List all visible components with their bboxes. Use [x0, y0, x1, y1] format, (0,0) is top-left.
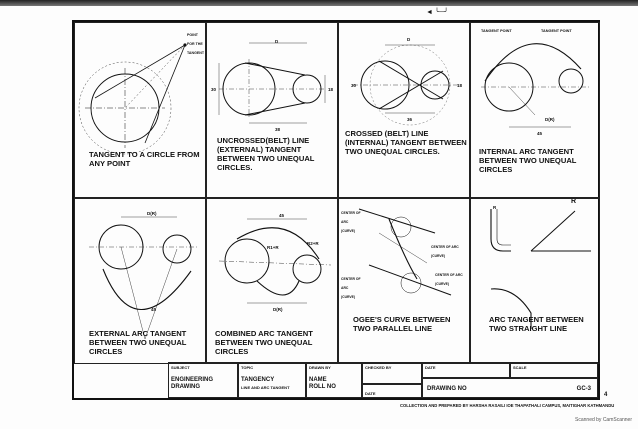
point-label: POINT FOR THE TANGENT — [187, 33, 205, 55]
drawn-roll: ROLL NO — [309, 384, 336, 390]
internal-arc-figure — [481, 43, 591, 128]
drawn-name: NAME — [309, 377, 327, 383]
dim-45: 45 — [279, 213, 285, 218]
dim-45: 45 — [537, 131, 543, 136]
dim-dr: D(R) — [545, 117, 555, 122]
center-label-3: Center of Arc (Curve) — [341, 277, 361, 299]
page-mark: 4 — [604, 392, 608, 398]
uncrossed-belt-figure — [218, 42, 326, 124]
dim-36: 36 — [407, 117, 413, 122]
registration-marks: ◄ ╰─╯ — [426, 9, 449, 16]
date-heading: DATE — [425, 365, 436, 370]
scale-heading: SCALE — [513, 365, 527, 370]
panel-uncrossed-belt: D 30 18 38 UNCROSSED(BELT) LINE (EXTERNA… — [206, 22, 338, 198]
caption-uncrossed-belt: UNCROSSED(BELT) LINE (EXTERNAL) TANGENT … — [217, 136, 315, 172]
dim-38: 38 — [275, 127, 281, 132]
drawing-no-cell: DRAWING NO GC-3 — [422, 378, 598, 398]
tangent-point-label-2: TANGENT POINT — [541, 29, 572, 33]
subject-heading: SUBJECT — [171, 365, 190, 370]
center-label-2: Center of Arc (Curve) — [431, 245, 459, 258]
topic-cell: TOPIC TANGENCY LINE AND ARC TANGENT — [238, 362, 306, 398]
drawing-no-value: GC-3 — [576, 386, 591, 392]
dim-r-2: R — [571, 198, 577, 205]
center-label-4: Center of Arc (Curve) — [435, 273, 463, 286]
tangent-point-figure — [78, 43, 187, 155]
title-block: SUBJECT ENGINEERING DRAWING TOPIC TANGEN… — [168, 362, 598, 398]
dim-45: 45 — [151, 307, 157, 312]
dim-dr: D(R) — [147, 211, 157, 216]
arc-straight-lines-figure — [490, 209, 591, 329]
dim-30: 30 — [351, 83, 357, 88]
topic-sub: LINE AND ARC TANGENT — [241, 385, 290, 390]
tangent-point-label: TANGENT POINT — [481, 29, 512, 33]
scanner-watermark: Scanned by CamScanner — [575, 417, 632, 423]
drawing-no-heading: DRAWING NO — [427, 386, 467, 392]
caption-arc-straight-lines: ARC TANGENT BETWEEN TWO STRAIGHT LINE — [489, 315, 584, 333]
panel-internal-arc: TANGENT POINT TANGENT POINT D(R) 45 INTE… — [470, 22, 600, 198]
scale-cell: SCALE — [510, 362, 598, 378]
caption-combined-arc: COMBINED ARC TANGENT BETWEEN TWO UNEQUAL… — [215, 329, 313, 356]
panel-arc-straight-lines: R R ARC TANGENT BETWEEN TWO STRAIGHT LIN… — [470, 198, 600, 364]
dim-18: 18 — [328, 87, 334, 92]
panel-external-arc: D(R) 45 EXTERNAL ARC TANGENT BETWEEN TWO… — [74, 198, 206, 364]
date-cell-2: DATE — [362, 384, 422, 398]
drawing-frame: POINT FOR THE TANGENT TANGENT TO A CIRCL… — [72, 20, 600, 400]
center-label-1: Center of Arc (Curve) — [341, 211, 361, 233]
caption-external-arc: EXTERNAL ARC TANGENT BETWEEN TWO UNEQUAL… — [89, 329, 187, 356]
caption-crossed-belt: CROSSED (BELT) LINE (INTERNAL) TANGENT B… — [345, 129, 467, 156]
footer-credit: COLLECTION AND PREPARED BY HARSHA RASAIL… — [400, 403, 615, 408]
caption-ogee-curve: OGEE'S CURVE BETWEEN TWO PARALLEL LINE — [353, 315, 451, 333]
dim-dr: D(R) — [273, 307, 283, 312]
subject-cell: SUBJECT ENGINEERING DRAWING — [168, 362, 238, 398]
external-arc-figure — [89, 216, 197, 340]
date2-heading: DATE — [365, 391, 376, 396]
dim-r-1: R — [493, 205, 497, 210]
dim-d: D — [407, 37, 411, 42]
panel-crossed-belt: D 30 18 36 CROSSED (BELT) LINE (INTERNAL… — [338, 22, 470, 198]
crossed-belt-figure — [353, 44, 459, 126]
dim-r1r: R1+R — [267, 245, 279, 250]
ogee-curve-figure — [358, 208, 452, 296]
panel-tangent-from-point: POINT FOR THE TANGENT TANGENT TO A CIRCL… — [74, 22, 206, 198]
caption-tangent-from-point: TANGENT TO A CIRCLE FROM ANY POINT — [89, 150, 200, 168]
panel-combined-arc: 45 R1+R R2+R D(R) COMBINED ARC TANGENT B… — [206, 198, 338, 364]
date-cell: DATE — [422, 362, 510, 378]
dim-18: 18 — [457, 83, 463, 88]
drawn-heading: DRAWN BY — [309, 365, 331, 370]
dim-30: 30 — [211, 87, 217, 92]
topic-heading: TOPIC — [241, 365, 254, 370]
dim-d: D — [275, 39, 279, 44]
combined-arc-figure — [218, 218, 332, 304]
caption-internal-arc: INTERNAL ARC TANGENT BETWEEN TWO UNEQUAL… — [479, 147, 577, 174]
checked-heading: CHECKED BY — [365, 365, 392, 370]
drawn-by-cell: DRAWN BY NAME ROLL NO — [306, 362, 362, 398]
scan-edge — [0, 0, 638, 6]
dim-r2r: R2+R — [307, 241, 319, 246]
subject-value: ENGINEERING DRAWING — [171, 377, 214, 390]
checked-by-cell: CHECKED BY — [362, 362, 422, 384]
panel-ogee-curve: Center of Arc (Curve) Center of Arc (Cur… — [338, 198, 470, 364]
topic-value: TANGENCY — [241, 377, 275, 383]
